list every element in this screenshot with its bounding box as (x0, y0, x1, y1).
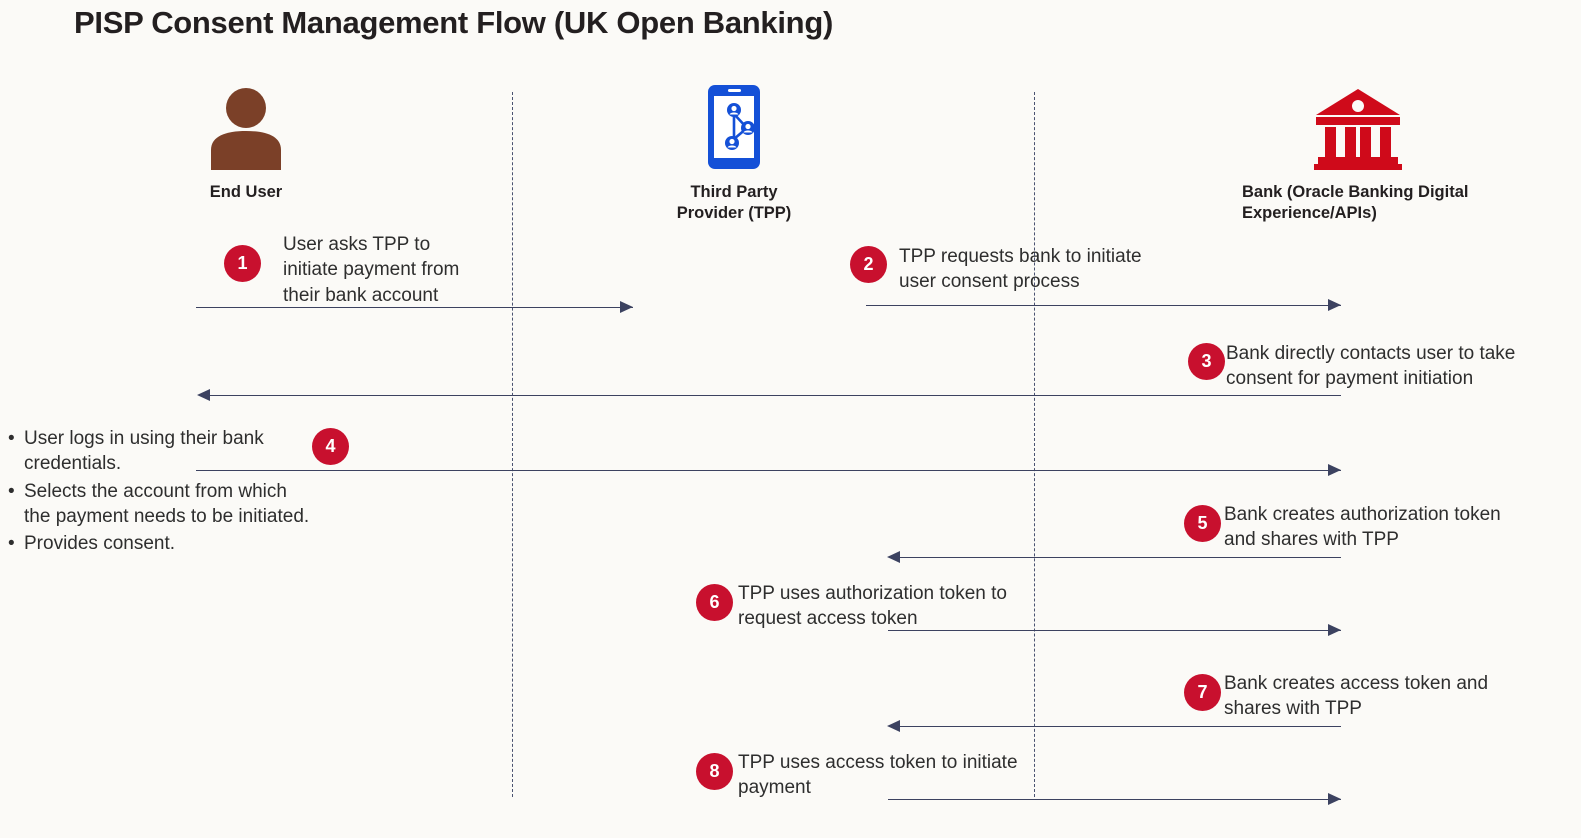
bullet-label: User logs in using their bank credential… (24, 428, 264, 475)
message-arrow-7 (900, 726, 1341, 727)
actor-label: Bank (Oracle Banking Digital Experience/… (1242, 183, 1469, 223)
arrow-head-8 (1328, 793, 1341, 805)
arrow-head-1 (620, 301, 633, 313)
message-arrow-2 (866, 305, 1341, 306)
lifeline-tpp-bank (1034, 92, 1035, 797)
message-arrow-1 (196, 307, 633, 308)
step-badge-5[interactable]: 5 (1184, 505, 1221, 542)
actor-end-user: End User (146, 78, 346, 203)
arrow-head-4 (1328, 464, 1341, 476)
arrow-head-5 (887, 551, 900, 563)
actor-bank: Bank (Oracle Banking Digital Experience/… (1242, 78, 1542, 224)
step-badge-7[interactable]: 7 (1184, 674, 1221, 711)
step-badge-6[interactable]: 6 (696, 584, 733, 621)
step-badge-3[interactable]: 3 (1188, 343, 1225, 380)
message-arrow-3 (210, 395, 1341, 396)
step-badge-1[interactable]: 1 (224, 245, 261, 282)
lifeline-end-user-tpp (512, 92, 513, 797)
bullet-label: Provides consent. (24, 533, 176, 555)
step-badge-4[interactable]: 4 (312, 428, 349, 465)
arrow-head-7 (887, 720, 900, 732)
actor-label: Third Party Provider (TPP) (676, 183, 792, 223)
user-person-icon (146, 78, 346, 170)
step-caption-6: TPP uses authorization token to request … (738, 583, 1007, 630)
step-caption-3: Bank directly contacts user to take cons… (1226, 343, 1516, 390)
page-title: PISP Consent Management Flow (UK Open Ba… (74, 5, 833, 40)
arrow-head-6 (1328, 624, 1341, 636)
step-badge-8[interactable]: 8 (696, 753, 733, 790)
message-arrow-6 (888, 630, 1341, 631)
actor-tpp: Third Party Provider (TPP) (634, 78, 834, 224)
step-caption-8: TPP uses access token to initiate paymen… (738, 752, 1018, 799)
bullet-point-icon: • (8, 428, 15, 449)
step-caption-5: Bank creates authorization token and sha… (1224, 504, 1501, 551)
message-arrow-8 (888, 799, 1341, 800)
mobile-network-icon (634, 78, 834, 170)
message-arrow-4 (196, 470, 1341, 471)
step-caption-1: User asks TPP to initiate payment from t… (283, 234, 460, 306)
actor-label: End User (209, 183, 283, 201)
message-arrow-5 (900, 557, 1341, 558)
list-item: • User logs in using their bank credenti… (8, 426, 343, 477)
bullet-label: Selects the account from which the payme… (24, 480, 310, 527)
bullet-point-icon: • (8, 480, 15, 502)
step-4-bullet-list: • User logs in using their bank credenti… (8, 426, 343, 558)
step-badge-2[interactable]: 2 (850, 246, 887, 283)
arrow-head-2 (1328, 299, 1341, 311)
arrow-head-3 (197, 389, 210, 401)
bank-building-icon (1242, 78, 1542, 170)
step-caption-2: TPP requests bank to initiate user conse… (899, 246, 1142, 293)
list-item: • Selects the account from which the pay… (8, 479, 343, 530)
bullet-point-icon: • (8, 533, 15, 555)
step-caption-7: Bank creates access token and shares wit… (1224, 673, 1489, 720)
list-item: • Provides consent. (8, 531, 343, 556)
